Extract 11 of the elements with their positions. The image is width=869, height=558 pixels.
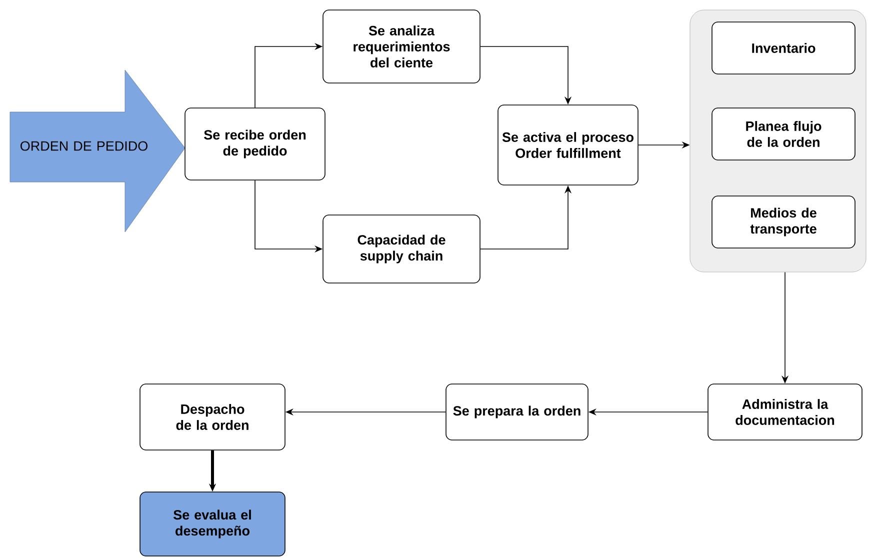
process-box: Capacidad de supply chain xyxy=(322,214,480,284)
process-box: Administra la documentacion xyxy=(708,384,862,440)
process-box: Medios de transporte xyxy=(712,196,856,248)
process-box: Se activa el proceso Order fulfillment xyxy=(498,104,638,186)
process-box: Se recibe orden de pedido xyxy=(184,108,326,180)
process-box: Se prepara la orden xyxy=(446,384,588,440)
process-box: Se analiza requerimientos del ciente xyxy=(322,10,480,84)
process-box: Inventario xyxy=(712,22,856,74)
process-box: Se evalua el desempeño xyxy=(140,492,286,556)
process-box: Planea flujo de la orden xyxy=(712,108,856,160)
process-box: Despacho de la orden xyxy=(140,384,286,450)
